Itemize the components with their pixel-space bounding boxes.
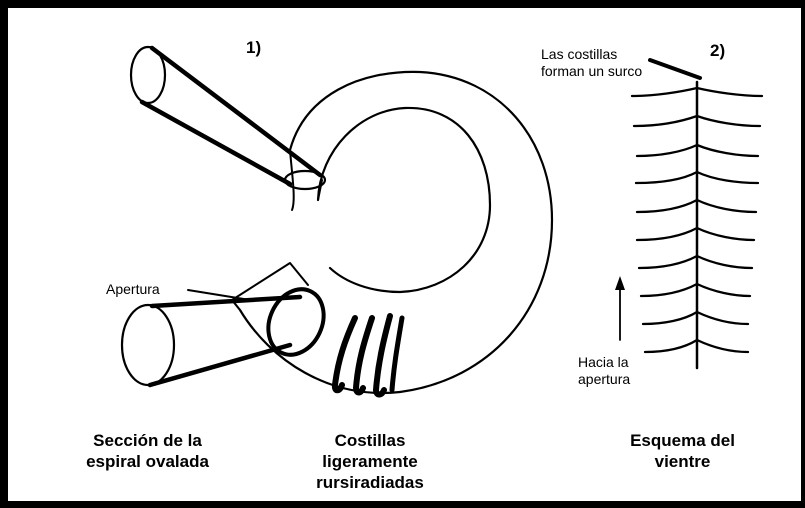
surco-pointer: [648, 58, 702, 80]
top-section-small-ellipse: [283, 169, 327, 191]
caption-middle-line3: rursiradiadas: [316, 473, 424, 492]
rib-4: [389, 315, 405, 393]
surco-label-line1: Las costillas: [541, 46, 618, 62]
caption-left-line1: Sección de la: [93, 431, 202, 450]
caption-right-line1: Esquema del: [630, 431, 735, 450]
aperture-lip: [231, 262, 309, 301]
shell-outer-whorl: [230, 70, 554, 395]
rib-3: [373, 313, 393, 398]
arrow-up-icon: [615, 276, 625, 290]
caption-right-line2: vientre: [654, 452, 711, 471]
rib-1: [331, 315, 358, 394]
caption-middle-line1: Costillas: [334, 431, 406, 450]
caption-right: Esquema del vientre: [610, 430, 755, 472]
ventral-ribs: [630, 86, 764, 354]
caption-middle: Costillas ligeramente rursiradiadas: [290, 430, 450, 493]
caption-left-line2: espiral ovalada: [86, 452, 209, 471]
rib-2: [353, 315, 375, 396]
shell-inner-whorl: [316, 106, 492, 294]
top-section-cone: [139, 45, 323, 187]
aperture-small-ellipse: [266, 287, 326, 357]
apertura-pointer: [187, 289, 251, 301]
shell-inner-curl-2: [317, 179, 323, 201]
surco-label-line2: forman un surco: [541, 63, 643, 79]
apertura-label: Apertura: [106, 281, 160, 297]
surco-label: Las costillas forman un surco: [541, 46, 642, 80]
caption-middle-line2: ligeramente: [322, 452, 418, 471]
figure-2-number: 2): [710, 41, 726, 60]
aperture-large-ellipse: [120, 303, 176, 387]
shell-inner-curl: [289, 149, 295, 211]
caption-left: Sección de la espiral ovalada: [60, 430, 235, 472]
hacia-label: Hacia la apertura: [578, 354, 630, 388]
hacia-label-line2: apertura: [578, 371, 631, 387]
hacia-label-line1: Hacia la: [578, 354, 629, 370]
aperture-cone: [147, 294, 303, 388]
figure-1-number: 1): [246, 38, 262, 57]
